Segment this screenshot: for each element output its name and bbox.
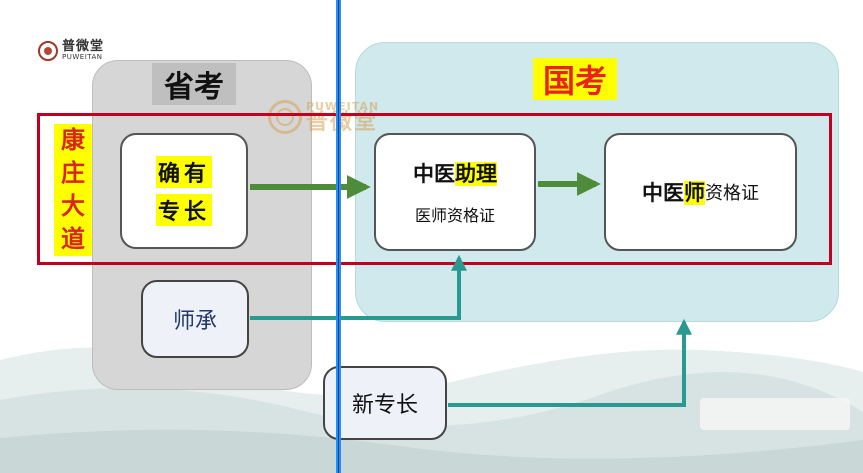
main-path-char: 大 <box>61 192 85 220</box>
watermark-name-cn: 普微堂 <box>306 109 379 135</box>
main-path-char: 道 <box>61 225 85 253</box>
assistant-physician-box: 中医助理 医师资格证 <box>374 133 536 251</box>
main-path-label: 康 庄 大 道 <box>54 124 92 256</box>
skill-line2: 专长 <box>155 194 212 226</box>
watermark-name-en: PUWEITAN <box>306 99 380 113</box>
skill-line1: 确有 <box>155 156 212 188</box>
physician-box: 中医师资格证 <box>604 133 797 251</box>
logo-seal-icon <box>38 40 58 61</box>
physician-title-a: 中医 <box>642 181 684 205</box>
assistant-subtitle: 医师资格证 <box>414 206 495 225</box>
assistant-title-a: 中医 <box>413 162 455 186</box>
new-skill-box: 新专长 <box>323 366 447 440</box>
assistant-title: 中医助理 <box>413 158 497 188</box>
assistant-title-b: 助理 <box>455 162 497 186</box>
logo: 普微堂 PUWEITAN <box>38 40 104 61</box>
watermark-seal-icon <box>268 100 302 134</box>
mentor-box: 师承 <box>141 280 249 358</box>
main-path-char: 庄 <box>61 159 85 187</box>
national-exam-title: 国考 <box>533 58 617 100</box>
physician-title: 中医师 <box>642 177 705 207</box>
logo-name-cn: 普微堂 <box>62 39 105 54</box>
physician-title-b: 师 <box>684 181 705 205</box>
logo-name-en: PUWEITAN <box>62 53 103 61</box>
watermark: PUWEITAN 普微堂 <box>268 100 379 134</box>
main-path-char: 康 <box>61 126 85 154</box>
provincial-exam-title: 省考 <box>152 63 236 105</box>
section-divider-core <box>338 0 339 473</box>
blurred-corner <box>700 398 850 430</box>
skill-box: 确有 专长 <box>120 133 248 249</box>
physician-rest: 资格证 <box>705 183 759 204</box>
